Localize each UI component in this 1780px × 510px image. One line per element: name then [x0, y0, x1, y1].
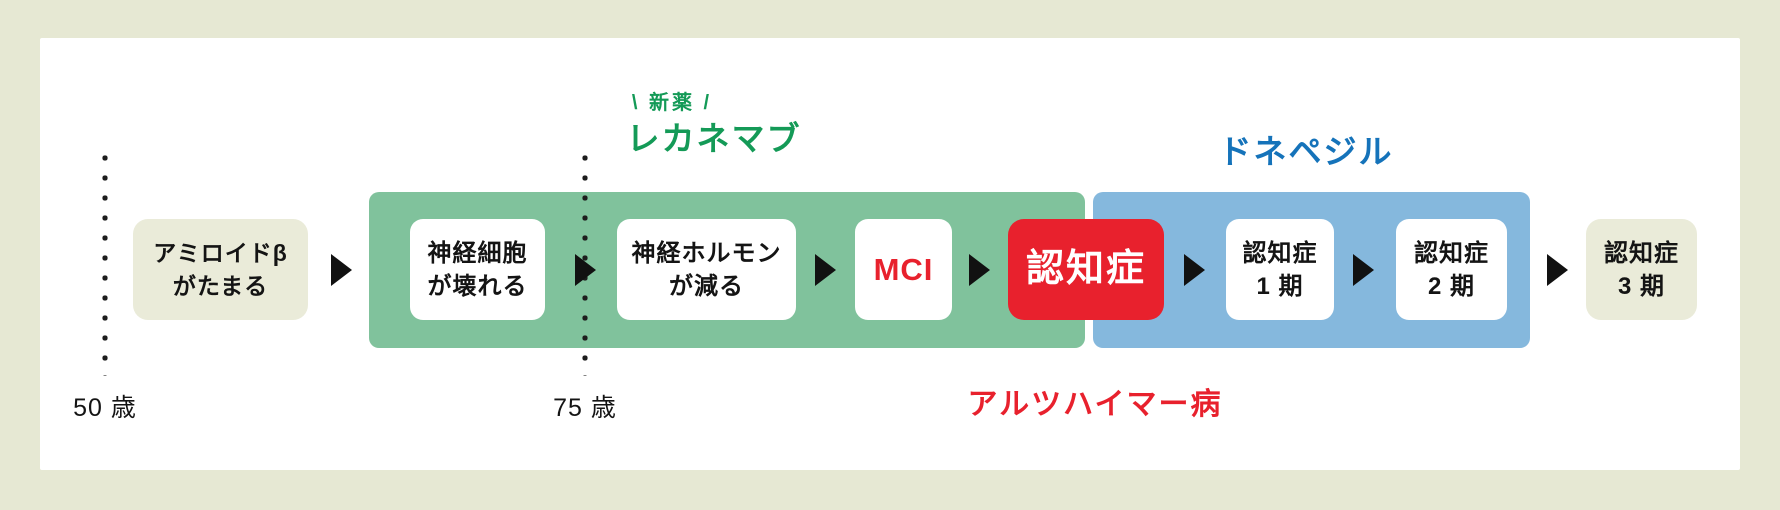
donepezil-label: ドネペジル: [1218, 133, 1394, 170]
flow-arrow-icon: [1353, 254, 1374, 286]
stage-box-dementia: 認知症: [1008, 219, 1164, 320]
age-label-75: 75 歳: [553, 394, 617, 422]
stage-text: 2 期: [1427, 272, 1475, 300]
stage-text: 認知症: [1604, 239, 1679, 267]
stage-text: がたまる: [172, 272, 269, 299]
stage-text: 認知症: [1025, 248, 1146, 290]
stage-box-neuron-damage: 神経細胞 が壊れる: [410, 219, 545, 320]
flow-arrow-icon: [1547, 254, 1568, 286]
timeline-dotted-line-50: [102, 148, 108, 376]
flow-arrow-icon: [1184, 254, 1205, 286]
alzheimer-disease-label: アルツハイマー病: [967, 388, 1223, 421]
new-drug-banner: \ 新薬 /: [631, 92, 713, 114]
stage-text: 認知症: [1242, 239, 1318, 267]
stage-text: アミロイドβ: [153, 239, 288, 266]
stage-box-dementia-stage2: 認知症 2 期: [1396, 219, 1507, 320]
stage-text: 神経細胞: [427, 239, 528, 267]
flow-arrow-icon: [575, 254, 596, 286]
age-label-50: 50 歳: [73, 394, 137, 422]
stage-box-amyloid: アミロイドβ がたまる: [133, 219, 308, 320]
flow-arrow-icon: [815, 254, 836, 286]
stage-text: 神経ホルモン: [631, 239, 782, 267]
stage-box-mci: MCI: [855, 219, 952, 320]
flow-arrow-icon: [331, 254, 352, 286]
stage-box-hormone-decrease: 神経ホルモン が減る: [617, 219, 796, 320]
stage-text: MCI: [873, 252, 934, 287]
flow-arrow-icon: [969, 254, 990, 286]
stage-text: 認知症: [1414, 239, 1489, 267]
stage-text: 3 期: [1617, 272, 1665, 300]
stage-box-dementia-stage1: 認知症 1 期: [1226, 219, 1334, 320]
stage-text: が壊れる: [427, 272, 528, 300]
stage-text: が減る: [669, 272, 744, 300]
stage-box-dementia-stage3: 認知症 3 期: [1586, 219, 1697, 320]
stage-text: 1 期: [1256, 272, 1304, 300]
lecanemab-label: レカネマブ: [626, 120, 802, 157]
